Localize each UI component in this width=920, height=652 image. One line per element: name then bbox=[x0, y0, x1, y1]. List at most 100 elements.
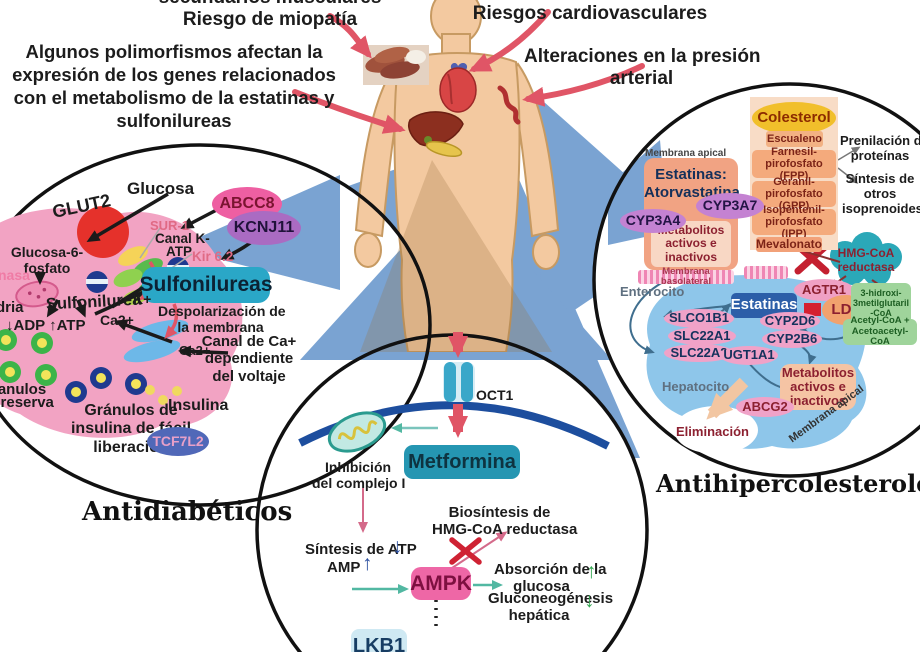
gluconeogenesis-down-arrow-icon: ↓ bbox=[584, 589, 595, 612]
ca-ch-line2: dependiente bbox=[204, 350, 294, 368]
slc22a2-gene: SLC22A2 bbox=[664, 344, 734, 362]
iso-line2: otros bbox=[863, 185, 897, 201]
iso-line1: Síntesis de bbox=[845, 171, 915, 186]
cyp2d6-gene: CYP2D6 bbox=[760, 312, 820, 330]
oct1-label: OCT1 bbox=[476, 387, 514, 403]
met-ent-line2: activos e bbox=[665, 236, 717, 251]
complex1-label: Inhibición del complejo I bbox=[312, 459, 405, 491]
slco1b1-gene: SLCO1B1 bbox=[664, 309, 734, 328]
inhib-line1: Inhibición bbox=[324, 459, 392, 475]
abs-line2: glucosa bbox=[513, 578, 570, 596]
slc22a1-gene: SLC22A1 bbox=[668, 327, 736, 345]
ampk-box: AMPK bbox=[410, 567, 472, 600]
sur1-label: SUR-1 bbox=[150, 218, 190, 233]
organ-illustrations bbox=[363, 45, 521, 158]
iso-line3: isoprenoides bbox=[842, 200, 920, 216]
bios-line2: HMG-CoA reductasa bbox=[432, 521, 578, 539]
isoprenoids-label: Síntesis de otros isoprenoides bbox=[842, 171, 920, 217]
insulin-granules bbox=[65, 367, 147, 403]
mevalonato-node: Mevalonato bbox=[756, 236, 823, 252]
cyp3a4-gene: CYP3A4 bbox=[620, 209, 686, 233]
antihiper-title: Antihipercolesterolémicos bbox=[656, 469, 920, 498]
fpp-line2: pirofosfato (FPP) bbox=[765, 157, 823, 183]
depol-line1: Despolarización de bbox=[158, 303, 286, 319]
poly-line1: Algunos polimorfismos afectan la bbox=[25, 41, 323, 62]
pressure-line1: Alteraciones en la presión bbox=[524, 46, 761, 67]
metformin-cell bbox=[298, 332, 610, 630]
canal-katp-label-1: Canal K- bbox=[155, 231, 210, 246]
heart-icon bbox=[439, 63, 477, 113]
hid-line2: 3metilglutaril bbox=[852, 298, 909, 309]
ca-ch-line1: Canal de Ca+ bbox=[201, 333, 297, 350]
acetyl-box: Acetyl-CoA + Acetoacetyl-CoA bbox=[843, 315, 917, 348]
elimination-arrow bbox=[706, 377, 749, 420]
pressure-annotation: Alteraciones en la presión arterial bbox=[524, 46, 761, 90]
poly-line4: sulfonilureas bbox=[116, 110, 232, 132]
hmgcoa-cloud bbox=[830, 232, 902, 286]
metformina-box: Metformina bbox=[404, 445, 520, 479]
muscle-annotation: secundarios musculares Riesgo de miopatí… bbox=[140, 0, 400, 31]
membrane-strip-icon bbox=[744, 266, 788, 279]
mitochondria-icon-center bbox=[327, 411, 387, 453]
kir62-label: Kir 6.2 bbox=[192, 249, 234, 264]
cardio-annotation: Riesgos cardiovasculares bbox=[472, 3, 708, 24]
reserve-granules-label-cut1: ranulos bbox=[0, 381, 47, 398]
glucose-absorption-label: Absorción de la glucosa bbox=[494, 561, 607, 596]
poly-line3: con el metabolismo de la estatinas y bbox=[13, 87, 335, 109]
basolateral-membrane-strip: Membrana basolateral bbox=[638, 266, 734, 287]
insulin-dots bbox=[145, 385, 182, 405]
amp-label: AMP bbox=[327, 559, 361, 576]
hmgcoa-label: HMG-CoA reductasa bbox=[830, 246, 902, 275]
gran-line1: Gránulos de bbox=[84, 402, 178, 419]
oct1-channel bbox=[443, 362, 475, 402]
atp-synthesis-label: Síntesis de ATP bbox=[305, 541, 417, 558]
liver-icon bbox=[408, 111, 464, 158]
insulina-label: Insulina bbox=[168, 397, 229, 414]
ugt1a1-gene: UGT1A1 bbox=[720, 346, 778, 365]
ipp-line1: Isopentenil- bbox=[763, 203, 825, 216]
eliminacion-label: Eliminación bbox=[676, 424, 749, 439]
reserve-granules-label-cut2: e reserva bbox=[0, 394, 54, 411]
estatinas-atorva-label1: Estatinas: bbox=[655, 166, 727, 183]
apical-membrane-ent-label: Membrana apical bbox=[645, 148, 727, 159]
acet-line1: Acetyl-CoA + bbox=[850, 315, 910, 327]
cyp2b6-gene: CYP2B6 bbox=[762, 330, 822, 348]
abs-line1: Absorción de la bbox=[494, 561, 607, 578]
muscle-annotation-line2: Riesgo de miopatía bbox=[182, 8, 358, 30]
annotation-arrows bbox=[292, 9, 645, 134]
ca-ch-line3: del voltaje bbox=[212, 367, 286, 385]
escualeno-node: Escualeno bbox=[766, 131, 823, 147]
amp-up-arrow-icon: ↑ bbox=[362, 552, 373, 575]
met-hep-line2: activos e bbox=[790, 378, 846, 394]
gluc-line2: hepática bbox=[508, 607, 570, 625]
tcf7l2-gene: TCF7L2 bbox=[147, 427, 209, 456]
pren-line1: Prenilación de bbox=[840, 133, 920, 148]
met-hep-line3: inactivos bbox=[789, 393, 847, 409]
met-ent-line3: inactivos bbox=[664, 249, 718, 264]
glucosa-label: Glucosa bbox=[127, 179, 195, 198]
acet-line2: Acetoacetyl-CoA bbox=[851, 325, 909, 348]
fpp-line1: Farnesil- bbox=[771, 145, 817, 158]
kcnj11-gene: KCNJ11 bbox=[227, 211, 301, 245]
sulfonilureas-box: Sulfonilureas bbox=[139, 267, 273, 303]
hmg-line2: reductasa bbox=[837, 259, 895, 274]
antidiabeticos-title: Antidiabéticos bbox=[82, 497, 293, 527]
hmg-line1: HMG-CoA bbox=[837, 246, 895, 260]
glucosa6-line1: Glucosa-6- bbox=[10, 244, 84, 260]
cyp3a7-gene: CYP3A7 bbox=[696, 193, 764, 219]
ipp-node: Isopentenil- pirofosfato (IPP) bbox=[752, 204, 836, 240]
absorption-up-arrow-icon: ↑ bbox=[586, 560, 597, 583]
gpp-node: Geranil- pirofosfato (GPP) bbox=[752, 176, 836, 212]
ca2-label-left: Ca2+ bbox=[100, 312, 134, 328]
bios-line1: Biosíntesis de bbox=[448, 504, 551, 521]
pren-line2: proteínas bbox=[850, 147, 910, 163]
biosynthesis-arrow bbox=[451, 531, 508, 569]
polymorphism-annotation: Algunos polimorfismos afectan la expresi… bbox=[8, 40, 340, 133]
fpp-node: Farnesil- pirofosfato (FPP) bbox=[752, 146, 836, 182]
mitocondria-label-cut: dria bbox=[0, 299, 24, 316]
adp-atp-label: ↓ADP ↑ATP bbox=[6, 317, 86, 334]
lkb1-box: LKB1 bbox=[351, 629, 407, 652]
gluconeogenesis-label: Gluconeogénesis hepática bbox=[488, 590, 613, 625]
metabolites-enterocyte-box: Metabolitos activos e inactivos bbox=[651, 221, 731, 267]
